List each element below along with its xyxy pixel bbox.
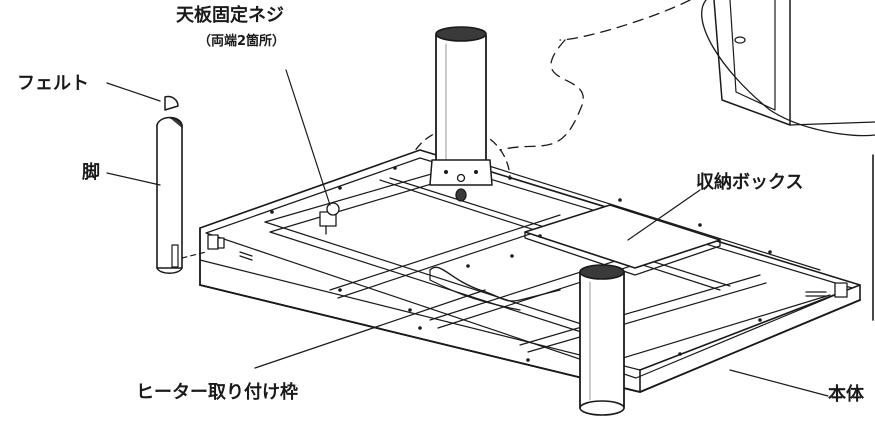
detail-panel — [713, 0, 791, 126]
label-leg: 脚 — [82, 162, 100, 183]
leader-storage — [627, 189, 701, 241]
leader-screw — [285, 69, 331, 206]
bracket-screw — [456, 173, 466, 183]
detail-dashed-left — [559, 0, 691, 41]
heater-cutout — [429, 266, 561, 302]
detail-circle-outline — [701, 0, 875, 137]
leader-heater — [254, 289, 486, 369]
rail-4 — [519, 274, 761, 346]
label-heater-frame: ヒーター取り付け枠 — [136, 382, 298, 403]
front-leg — [579, 264, 625, 416]
left-bracket — [207, 234, 253, 261]
long-rail-1 — [264, 221, 601, 331]
label-felt: フェルト — [17, 73, 89, 94]
screw-assembly — [319, 202, 340, 235]
felt-pad — [164, 95, 179, 111]
label-body: 本体 — [828, 384, 864, 405]
leader-leg — [106, 172, 161, 186]
loose-leg — [156, 116, 183, 274]
label-screw: 天板固定ネジ — [176, 5, 284, 26]
label-screw-note: （両端2箇所） — [198, 34, 286, 49]
back-leg — [435, 26, 487, 169]
rivets — [270, 166, 772, 362]
right-bracket — [805, 282, 848, 298]
detail-dashed-connector — [499, 39, 584, 151]
rail-5 — [599, 294, 831, 366]
leg-bracket — [429, 159, 493, 186]
leader-body — [729, 369, 829, 397]
body-front-edge — [199, 284, 861, 393]
detail-screw-hole — [734, 36, 746, 44]
leader-felt — [106, 82, 161, 102]
label-storage-box: 収納ボックス — [696, 172, 804, 193]
leader-dash-leg — [181, 251, 207, 259]
rail-2 — [329, 214, 561, 291]
